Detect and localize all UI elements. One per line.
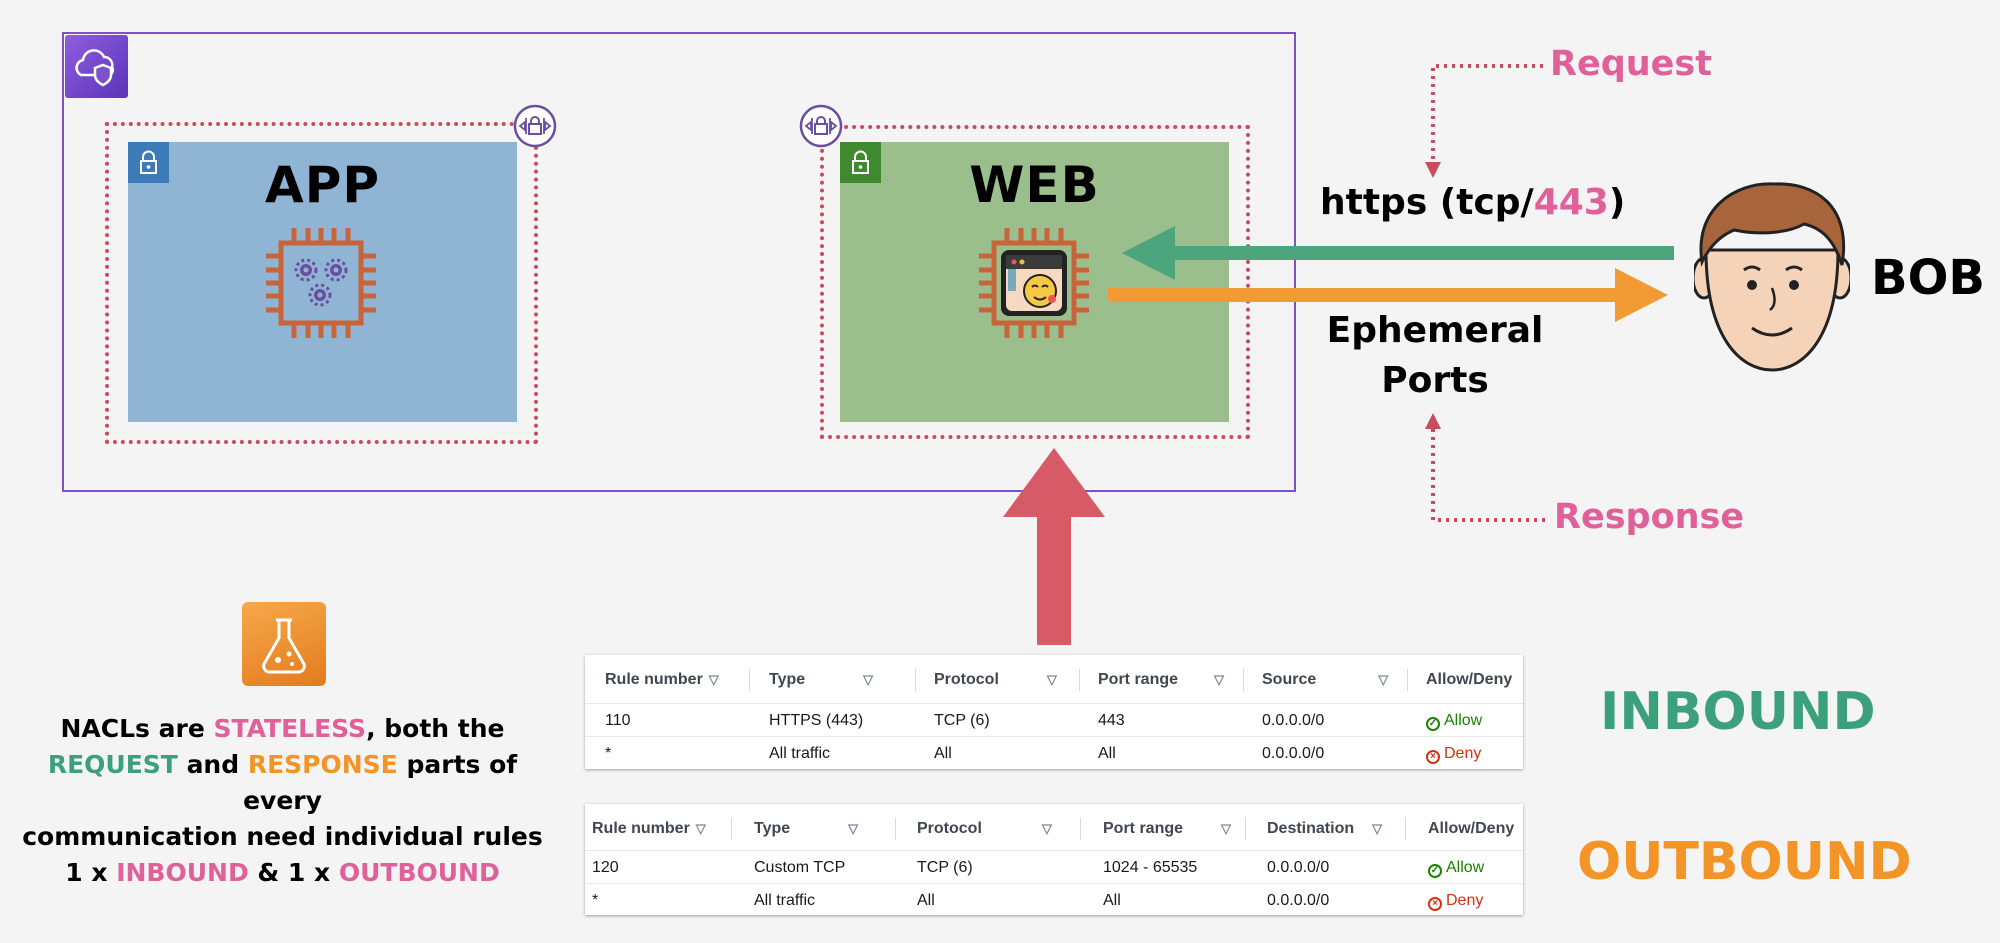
web-nacl-boundary [820,125,1250,439]
ephemeral-ports-label: Ephemeral Ports [1300,306,1570,406]
cell: 443 [1098,712,1125,729]
ephemeral-line1: Ephemeral [1326,310,1544,351]
table-row[interactable]: * All traffic All All 0.0.0.0/0 ×Deny [585,736,1523,770]
note-text: and [177,750,248,779]
outbound-label: OUTBOUND [1577,832,1912,892]
column-header[interactable]: Source▽ [1262,671,1389,688]
note-response: RESPONSE [247,750,398,779]
cell: 110 [605,712,631,729]
https-label: https (tcp/443) [1320,182,1625,223]
cell: All traffic [754,892,816,909]
https-suffix: ) [1608,182,1626,223]
cell: 0.0.0.0/0 [1262,712,1325,729]
note-line-3: communication need individual rules [22,822,543,851]
cell: 0.0.0.0/0 [1267,859,1330,876]
request-callout [1425,64,1543,178]
note-text: NACLs are [60,714,214,743]
request-arrow [1122,226,1674,280]
note-text: & 1 x [248,858,339,887]
allow-status: ✓Allow [1426,704,1482,737]
inbound-label: INBOUND [1600,682,1876,742]
cell: * [605,745,612,762]
stateless-note: NACLs are STATELESS, both the REQUEST an… [10,711,555,891]
column-header[interactable]: Port range▽ [1103,820,1232,837]
note-outbound: OUTBOUND [338,858,500,887]
table-row[interactable]: 110 HTTPS (443) TCP (6) 443 0.0.0.0/0 ✓A… [585,703,1523,737]
column-header[interactable]: Destination▽ [1267,820,1383,837]
inbound-rules-table: Rule number▽ Type▽ Protocol▽ Port range▽… [585,655,1523,769]
cell: 0.0.0.0/0 [1267,892,1330,909]
response-label: Response [1554,497,1745,537]
ephemeral-line2: Ports [1381,360,1489,401]
column-header: Allow/Deny [1426,671,1513,688]
cell: 1024 - 65535 [1103,859,1198,876]
table-row[interactable]: * All traffic All All 0.0.0.0/0 ×Deny [585,883,1523,917]
check-circle-icon: ✓ [1428,864,1442,878]
cell: All traffic [769,745,831,762]
cell: TCP (6) [934,712,990,729]
vpc-cloud-shield-icon [65,35,128,98]
response-callout [1425,413,1545,522]
gears-icon [286,248,356,318]
check-circle-icon: ✓ [1426,717,1440,731]
nacl-icon [513,104,557,148]
app-subnet [128,142,517,422]
cell: All [1098,745,1116,762]
cell: 0.0.0.0/0 [1262,745,1325,762]
deny-status: ×Deny [1426,737,1481,770]
note-line-1: NACLs are STATELESS, both the [10,711,555,747]
column-header[interactable]: Protocol▽ [917,820,1052,837]
column-header[interactable]: Port range▽ [1098,671,1225,688]
nacl-icon [799,104,843,148]
note-request: REQUEST [47,750,178,779]
column-header[interactable]: Protocol▽ [934,671,1057,688]
https-port: 443 [1533,182,1609,223]
cell: All [917,892,935,909]
column-header[interactable]: Type▽ [754,820,859,837]
request-label: Request [1550,44,1712,84]
vpc-boundary [62,32,1296,492]
column-header[interactable]: Rule number▽ [592,820,706,837]
note-stateless: STATELESS [213,714,367,743]
client-name: BOB [1871,250,1985,306]
lock-icon [128,142,169,183]
person-face-icon [1691,180,1853,375]
outbound-rules-table: Rule number▽ Type▽ Protocol▽ Port range▽… [585,804,1523,915]
browser-window-icon [998,247,1070,319]
ec2-chip-icon [256,218,386,348]
lab-flask-icon [242,602,326,686]
column-header[interactable]: Rule number▽ [605,671,719,688]
https-prefix: https (tcp/ [1320,182,1534,223]
note-line-2: REQUEST and RESPONSE parts of every [10,747,555,819]
cell: HTTPS (443) [769,712,864,729]
inbound-up-arrow [1003,448,1105,645]
x-circle-icon: × [1426,750,1440,764]
note-inbound: INBOUND [116,858,249,887]
column-header[interactable]: Type▽ [769,671,874,688]
table-row[interactable]: 120 Custom TCP TCP (6) 1024 - 65535 0.0.… [585,850,1523,884]
app-nacl-boundary [105,122,538,444]
lock-icon [840,142,881,183]
deny-status: ×Deny [1428,884,1483,917]
cell: TCP (6) [917,859,973,876]
allow-status: ✓Allow [1428,851,1484,884]
cell: * [592,892,599,909]
ec2-chip-icon [969,218,1099,348]
web-subnet-title: WEB [969,156,1100,214]
cell: Custom TCP [754,859,846,876]
cell: All [1103,892,1121,909]
response-arrow [1108,268,1668,322]
cell: All [934,745,952,762]
x-circle-icon: × [1428,897,1442,911]
note-text: 1 x [65,858,117,887]
cell: 120 [592,859,619,876]
note-line-4: 1 x INBOUND & 1 x OUTBOUND [10,855,555,891]
note-text: parts of every [243,750,518,815]
note-text: , both the [366,714,505,743]
column-header: Allow/Deny [1428,820,1515,837]
app-subnet-title: APP [265,156,380,214]
